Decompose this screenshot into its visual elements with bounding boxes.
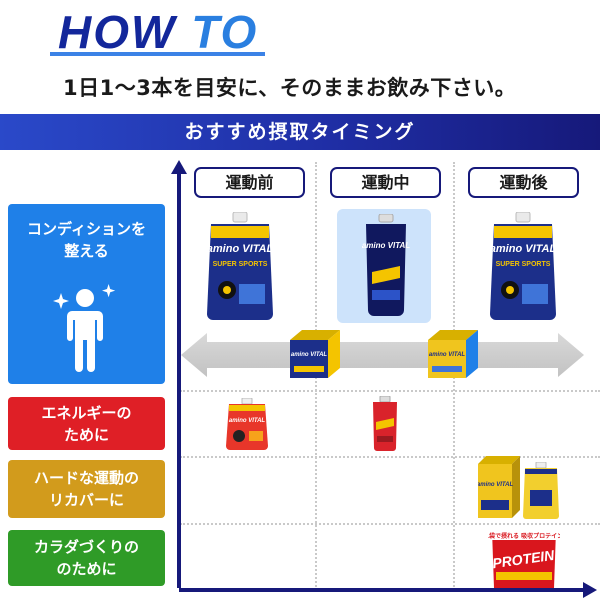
grid-row-divider-1 — [180, 390, 600, 392]
grid-row-divider-2 — [180, 456, 600, 458]
amino-vital-energy-pouch-before: amino VITAL — [226, 398, 268, 450]
amino-vital-recovery-box-after: amino VITAL — [478, 456, 520, 518]
row-label-line: のために — [56, 560, 117, 578]
pouch-label: amino VITAL — [229, 418, 266, 424]
amino-vital-pouch-after: amino VITAL SUPER SPORTS — [490, 212, 557, 320]
pouch-label: amino VITAL — [490, 243, 557, 255]
axis-arrow-up-icon — [171, 160, 187, 174]
column-header-during: 運動中 — [330, 167, 441, 198]
axis-arrow-right-icon — [583, 582, 597, 598]
horizontal-axis — [179, 588, 585, 592]
pouch-label: amino VITAL — [207, 243, 274, 255]
pouch-sublabel: SUPER SPORTS — [213, 261, 268, 268]
amino-vital-box-left: amino VITAL — [290, 330, 340, 378]
person-sparkle-icon — [53, 284, 116, 372]
box-label: amino VITAL — [291, 352, 328, 358]
row-label-line: ために — [63, 425, 109, 444]
row-label-line: リカバーに — [48, 491, 124, 509]
column-header-before: 運動前 — [194, 167, 305, 198]
gel-label: amino VITAL — [362, 241, 410, 250]
amino-vital-recovery-pouch-after — [523, 462, 559, 519]
row-label-energy: エネルギーのために — [8, 397, 165, 450]
row-label-line: 整える — [64, 242, 109, 260]
row-label-line: カラダづくりの — [33, 538, 139, 556]
box-label: amino VITAL — [478, 482, 513, 488]
amino-vital-pouch-before: amino VITAL SUPER SPORTS — [207, 212, 274, 320]
vertical-axis — [177, 172, 181, 588]
amino-vital-box-right: amino VITAL — [428, 330, 478, 378]
protein-tag: 1袋で摂れる 吸収プロテイン — [488, 532, 560, 540]
timing-banner: おすすめ摂取タイミング — [0, 114, 600, 150]
row-label-line: コンディションを — [27, 220, 146, 238]
amino-vital-gel-during: amino VITAL — [362, 214, 410, 316]
column-header-after: 運動後 — [468, 167, 579, 198]
row-label-line: ハードな運動の — [33, 469, 139, 487]
amino-vital-energy-gel-during — [373, 396, 397, 451]
banner-title: おすすめ摂取タイミング — [184, 121, 416, 143]
grid-row-divider-3 — [180, 523, 600, 525]
box-label: amino VITAL — [429, 352, 466, 358]
howto-title-part2: TO — [191, 6, 259, 58]
instruction-text: 1日1～3本を目安に、そのままお飲み下さい。 — [63, 76, 517, 100]
row-label-body: カラダづくりののために — [8, 530, 165, 586]
pouch-sublabel: SUPER SPORTS — [496, 261, 551, 268]
howto-title-part1: HOW — [58, 6, 192, 58]
double-arrow-icon — [181, 333, 584, 377]
row-label-recovery: ハードな運動のリカバーに — [8, 460, 165, 518]
row-label-line: エネルギーの — [41, 403, 132, 422]
howto-title: HOW TO — [58, 6, 258, 58]
howto-underline — [50, 52, 265, 56]
amino-vital-protein-after: 1袋で摂れる 吸収プロテイン PROTEIN — [488, 530, 560, 588]
